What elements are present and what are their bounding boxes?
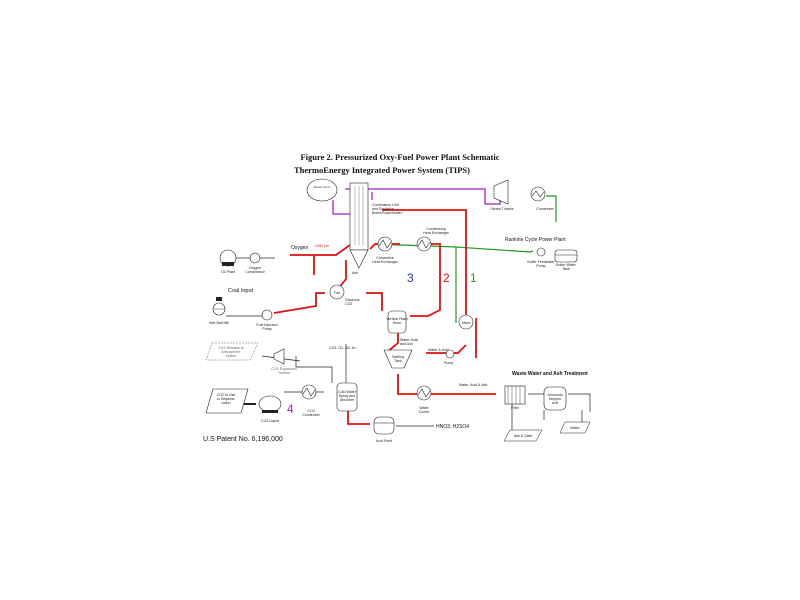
ash-salts-label: Ash & Salts: [514, 434, 533, 438]
flue-gas-lines: [273, 209, 496, 425]
pump[interactable]: Pump: [444, 349, 455, 365]
waste-water-title: Waste Water and Ash Treatment: [512, 371, 588, 377]
condenser-label: Condenser: [536, 207, 554, 211]
steam-lines: [332, 188, 501, 215]
steam-turbine[interactable]: Steam Turbine: [490, 179, 514, 211]
co2-liquid-tank[interactable]: CO2 Liquid: [258, 395, 282, 423]
loop-number-4: 4: [287, 402, 294, 416]
figure-title: Figure 2. Pressurized Oxy-Fuel Power Pla…: [300, 152, 499, 162]
oxygen-label: Oxygen: [291, 245, 308, 251]
filter-label: Filter: [511, 406, 520, 410]
process-lines: [226, 257, 591, 430]
condenser[interactable]: Condenser: [530, 186, 555, 211]
fan-label: Fan: [334, 291, 340, 295]
acid-feed-label: Acid Feed: [376, 439, 392, 443]
water-acid-ash2-label: Water, Acid & Ash: [459, 383, 487, 387]
steam-drum[interactable]: Steam Drum: [306, 178, 338, 202]
rankine-label: Rankine Cycle Power Plant: [505, 237, 566, 243]
loop-number-1: 1: [470, 271, 477, 285]
water-acid-label: Water & Acid: [428, 348, 449, 352]
steam-drum-label: Steam Drum: [314, 185, 331, 189]
figure-subtitle: ThermoEnergy Integrated Power System (TI…: [294, 165, 470, 175]
mixer[interactable]: Mixer: [458, 314, 474, 330]
pressure-label: ~1250 psi: [313, 244, 329, 248]
loop-number-2: 2: [443, 271, 450, 285]
acid-feed-tank[interactable]: Acid Feed: [373, 416, 395, 443]
acids-label: HNO3, H2SO4: [436, 424, 469, 430]
filter[interactable]: Filter: [504, 385, 526, 410]
co2-o2-n2-label: CO2, O2, N2, Ar...: [329, 346, 358, 350]
ash-label: Ash: [352, 271, 358, 275]
co2-liquid-label: CO2 Liquid: [261, 419, 279, 423]
pump-label: Pump: [444, 361, 453, 365]
wet-ball-mill[interactable]: Wet Ball Mill: [209, 297, 229, 325]
o2-plant-label: O2 Plant: [221, 270, 235, 274]
patent-label: U.S Patent No. 6,196,000: [203, 436, 283, 443]
o2-plant[interactable]: O2 Plant: [219, 249, 237, 274]
mixer-label: Mixer: [462, 321, 472, 325]
steam-turbine-label: Steam Turbine: [490, 207, 513, 211]
loop-number-3: 3: [407, 271, 414, 285]
water-out-label: Water: [570, 426, 580, 430]
coal-input-label: Coal Input: [228, 288, 254, 294]
ash-salts-box: Ash & Salts: [503, 429, 543, 442]
wet-ball-mill-label: Wet Ball Mill: [209, 321, 229, 325]
fan[interactable]: Fan: [329, 284, 345, 300]
water-out-box: Water: [559, 421, 591, 434]
